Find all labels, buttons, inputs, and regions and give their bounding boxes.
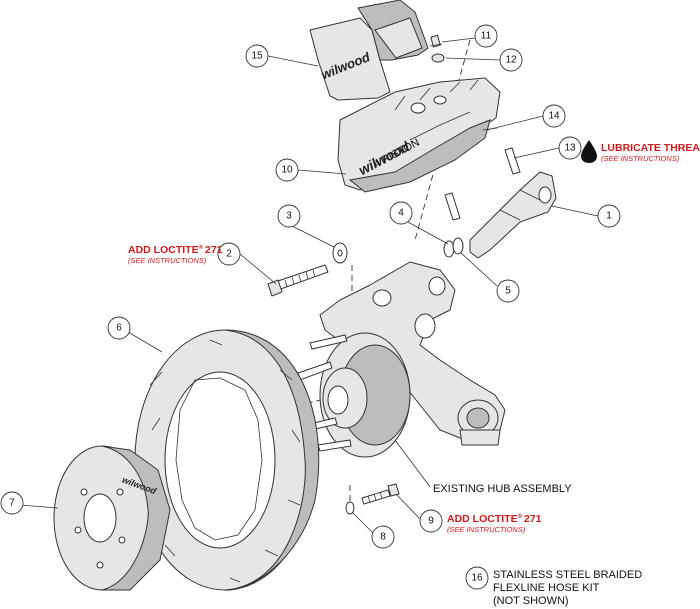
loctite-9-title: ADD LOCTITE®271 — [447, 513, 542, 525]
hub-assembly — [297, 332, 411, 458]
leader-13 — [513, 147, 560, 159]
leader-11 — [441, 37, 476, 43]
svg-text:14: 14 — [548, 111, 560, 122]
leader-1 — [551, 205, 599, 217]
leader-12 — [445, 57, 501, 61]
spindle-knuckle — [319, 261, 506, 446]
leader-hub — [394, 439, 431, 488]
leader-2 — [239, 253, 277, 285]
bleeder-cap — [431, 53, 445, 63]
hose-kit-note: STAINLESS STEEL BRAIDED FLEXLINE HOSE KI… — [493, 569, 642, 607]
bolt-2 — [267, 264, 329, 297]
leader-4 — [407, 221, 449, 245]
brake-rotor — [134, 329, 320, 591]
leader-6 — [127, 331, 163, 353]
callout-4: 4 — [389, 201, 413, 225]
leader-5 — [459, 251, 498, 287]
oil-drop-icon — [581, 140, 597, 163]
callout-16: 16 — [465, 566, 489, 590]
svg-text:2: 2 — [226, 249, 232, 260]
callout-8: 8 — [371, 525, 395, 549]
existing-hub-label: EXISTING HUB ASSEMBLY — [433, 483, 572, 495]
callout-1: 1 — [597, 204, 621, 228]
svg-text:STAINLESS STEEL BRAIDED: STAINLESS STEEL BRAIDED — [493, 569, 642, 581]
callout-5: 5 — [496, 279, 520, 303]
svg-text:12: 12 — [505, 55, 517, 66]
callout-10: 10 — [275, 158, 299, 182]
lubricate-title: LUBRICATE THREADS — [601, 142, 700, 154]
svg-text:5: 5 — [505, 286, 511, 297]
leader-7 — [19, 504, 59, 509]
caliper-bracket — [469, 171, 557, 259]
brake-pads: wilwood — [309, 0, 429, 101]
svg-text:1: 1 — [606, 211, 612, 222]
callout-14: 14 — [542, 104, 566, 128]
bleeder-screw — [429, 34, 443, 48]
svg-text:13: 13 — [564, 143, 576, 154]
loctite-2-sub: (SEE INSTRUCTIONS) — [128, 256, 207, 265]
svg-text:11: 11 — [481, 31, 492, 42]
svg-text:15: 15 — [251, 51, 263, 62]
callout-9: 9 — [419, 509, 443, 533]
svg-text:6: 6 — [116, 323, 122, 334]
leader-10 — [297, 169, 347, 175]
leader-9 — [395, 493, 421, 520]
callout-15: 15 — [245, 44, 269, 68]
washer-8 — [345, 501, 355, 515]
loctite-note-9: ADD LOCTITE®271 (SEE INSTRUCTIONS) — [447, 513, 542, 534]
svg-text:8: 8 — [380, 532, 386, 543]
leader-8 — [351, 511, 374, 534]
caliper: wilwood 4 PISTON — [337, 77, 501, 193]
bolt-9 — [361, 483, 400, 505]
svg-text:(NOT SHOWN): (NOT SHOWN) — [493, 595, 569, 607]
callout-3: 3 — [277, 204, 301, 228]
callout-12: 12 — [499, 48, 523, 72]
rotor-hat: wilwood — [53, 445, 171, 591]
svg-text:9: 9 — [428, 516, 434, 527]
callout-11: 11 — [474, 24, 498, 48]
svg-text:FLEXLINE HOSE KIT: FLEXLINE HOSE KIT — [493, 582, 600, 594]
callout-6: 6 — [107, 316, 131, 340]
mounting-bolts — [444, 147, 521, 221]
lubricate-sub: (SEE INSTRUCTIONS) — [601, 154, 680, 163]
svg-text:10: 10 — [281, 165, 293, 176]
loctite-9-sub: (SEE INSTRUCTIONS) — [447, 525, 526, 534]
svg-text:7: 7 — [9, 498, 15, 509]
leader-3 — [291, 225, 335, 248]
loctite-note-2: ADD LOCTITE®271 (SEE INSTRUCTIONS) — [128, 244, 223, 265]
leader-15 — [267, 55, 319, 67]
callout-13: 13 — [558, 136, 582, 160]
svg-text:3: 3 — [286, 211, 292, 222]
washer-3 — [332, 242, 348, 264]
leader-14 — [486, 115, 544, 131]
svg-text:16: 16 — [471, 573, 483, 584]
callout-7: 7 — [0, 491, 24, 515]
shim-washers — [443, 237, 464, 258]
svg-text:4: 4 — [398, 208, 404, 219]
lubricate-note: LUBRICATE THREADS (SEE INSTRUCTIONS) — [581, 140, 700, 163]
loctite-2-title: ADD LOCTITE®271 — [128, 244, 223, 256]
callout-2: 2 — [217, 242, 241, 266]
